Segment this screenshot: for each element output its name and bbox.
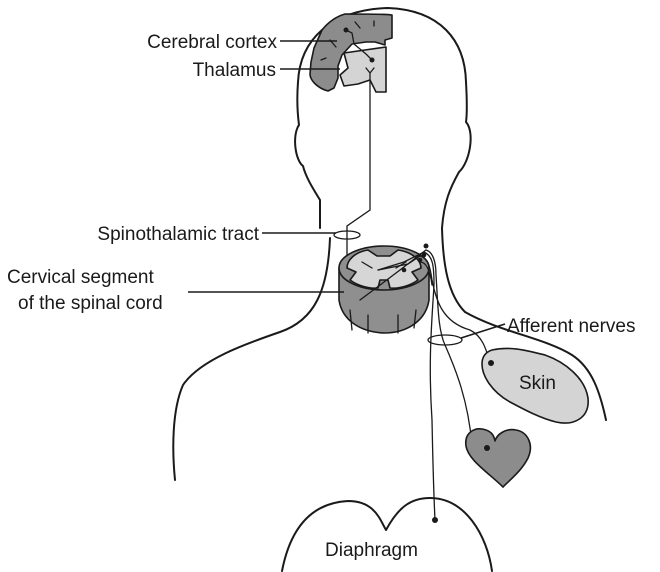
label-cervical-segment-line1: Cervical segment — [7, 267, 154, 288]
label-cervical-segment-line2: of the spinal cord — [18, 293, 163, 314]
thalamus-neuron-dot — [370, 58, 375, 63]
label-diaphragm: Diaphragm — [325, 540, 418, 561]
afferent-nerves-leader — [461, 324, 505, 338]
thalamus-shape — [340, 47, 386, 92]
dorsal-root-dot-2 — [422, 253, 427, 258]
cord-synapse-dot — [402, 268, 407, 273]
diaphragm-nerve-ending — [432, 517, 438, 523]
skin-nerve-ending — [488, 360, 494, 366]
label-afferent-nerves: Afferent nerves — [507, 316, 636, 337]
label-skin: Skin — [519, 373, 556, 394]
dorsal-root-dot-1 — [424, 244, 429, 249]
label-spinothalamic-tract: Spinothalamic tract — [97, 224, 259, 245]
left-neck-shoulder-outline — [173, 238, 330, 480]
cortex-neuron-dot — [344, 28, 349, 33]
heart-nerve-ending — [484, 445, 490, 451]
dorsal-root-dot-3 — [418, 258, 423, 263]
label-cerebral-cortex: Cerebral cortex — [147, 32, 277, 53]
heart-shape — [466, 429, 531, 487]
label-thalamus: Thalamus — [193, 60, 276, 81]
